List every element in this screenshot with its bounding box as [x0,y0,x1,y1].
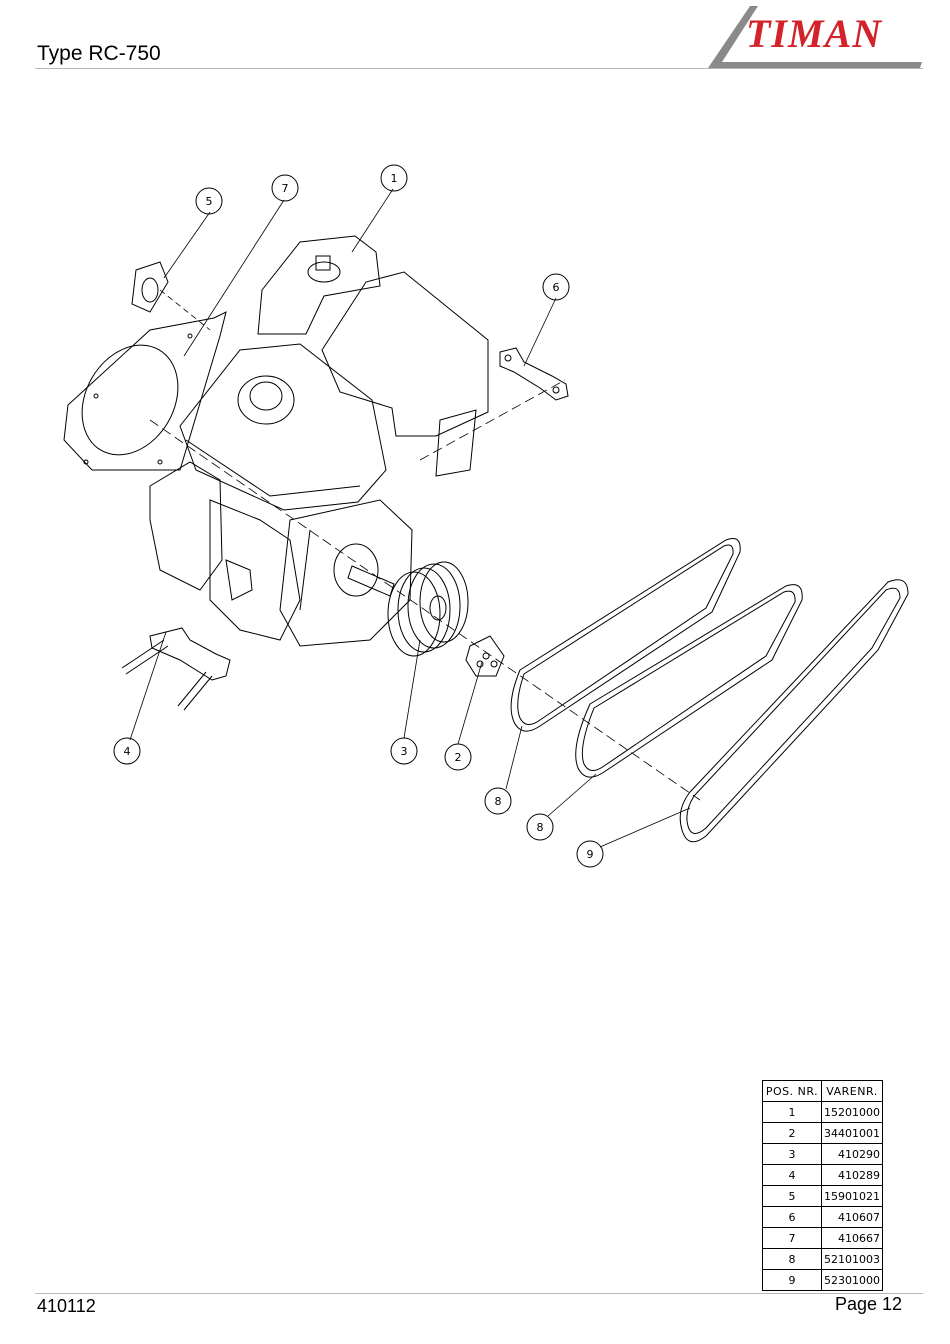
callout-2: 2 [445,744,471,770]
pos-nr-header: POS. NR. [763,1081,822,1102]
mounting-bracket [500,348,568,400]
callout-7-label: 7 [282,182,289,195]
pos-cell: 3 [763,1144,822,1165]
header-rule [35,68,923,69]
pos-cell: 9 [763,1270,822,1291]
callout-8b: 8 [527,814,553,840]
callout-5: 5 [196,188,222,214]
leader-lines [130,189,690,847]
crankshaft [348,566,394,596]
page-title: Type RC-750 [37,42,161,66]
pulley [388,562,468,656]
pos-cell: 5 [763,1186,822,1207]
part-number-cell: 410607 [822,1207,883,1228]
pos-cell: 6 [763,1207,822,1228]
v-belt-3 [680,580,908,842]
pos-cell: 2 [763,1123,822,1144]
pos-cell: 8 [763,1249,822,1270]
callout-2-label: 2 [455,751,462,764]
part-number-cell: 410290 [822,1144,883,1165]
footer-rule [35,1293,923,1294]
callout-7: 7 [272,175,298,201]
part-number-cell: 410289 [822,1165,883,1186]
document-number: 410112 [37,1296,96,1317]
varenr-header: VARENR. [822,1081,883,1102]
pos-cell: 4 [763,1165,822,1186]
fuel-tank [258,236,380,334]
callout-1: 1 [381,165,407,191]
callout-8a: 8 [485,788,511,814]
pos-cell: 1 [763,1102,822,1123]
callout-5-label: 5 [206,195,213,208]
part-number-cell: 410667 [822,1228,883,1249]
page-number: Page 12 [835,1294,902,1315]
part-number-cell: 15201000 [822,1102,883,1123]
lower-bracket [122,628,230,710]
callout-3-label: 3 [401,745,408,758]
callout-6: 6 [543,274,569,300]
exploded-view-drawing: 1 2 3 4 5 6 7 8 8 9 [0,150,950,880]
logo-text: TIMAN [746,11,883,56]
callout-4-label: 4 [124,745,131,758]
callout-8a-label: 8 [495,795,502,808]
small-bracket [132,262,168,312]
callout-9: 9 [577,841,603,867]
part-number-cell: 15901021 [822,1186,883,1207]
callout-8b-label: 8 [537,821,544,834]
pos-cell: 7 [763,1228,822,1249]
callout-4: 4 [114,738,140,764]
part-number-cell: 34401001 [822,1123,883,1144]
callout-9-label: 9 [587,848,594,861]
callout-3: 3 [391,738,417,764]
centerline-5 [160,290,210,330]
centerline [150,420,700,800]
callout-6-label: 6 [553,281,560,294]
part-number-cell: 52301000 [822,1270,883,1291]
parts-table-header: POS. NR. VARENR. [763,1081,883,1102]
part-number-cell: 52101003 [822,1249,883,1270]
air-filter-housing [322,272,488,476]
timan-logo: TIMAN [706,2,928,70]
gasket-plate [63,312,226,472]
engine-body [150,344,412,646]
callout-1-label: 1 [391,172,398,185]
